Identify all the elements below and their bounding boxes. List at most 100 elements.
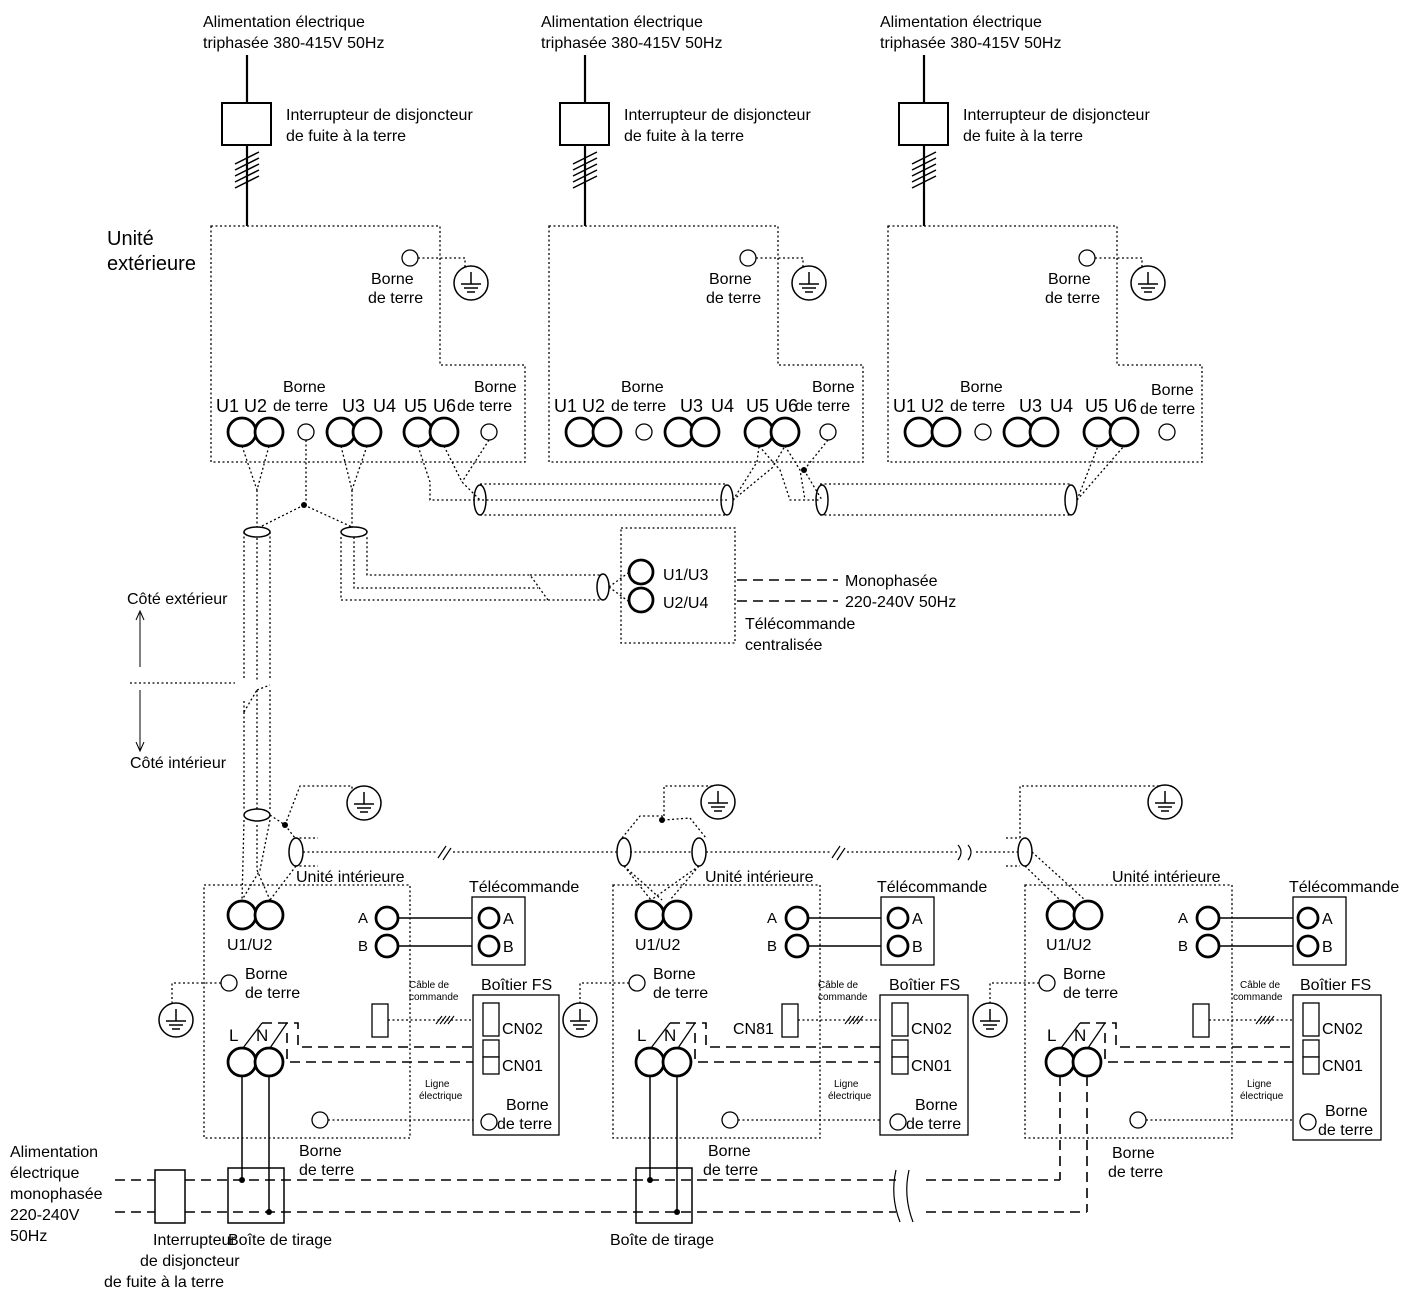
terminal-u5 (402, 416, 434, 448)
outdoor-unit-title: extérieure (107, 253, 196, 275)
svg-text:Télécommande: Télécommande (745, 616, 855, 633)
svg-text:U1: U1 (893, 396, 916, 416)
svg-text:Borne: Borne (621, 379, 664, 396)
svg-text:U2: U2 (244, 396, 267, 416)
svg-text:Câble de: Câble de (1240, 980, 1280, 991)
svg-text:de terre: de terre (1318, 1122, 1373, 1139)
side-divider: Côté extérieur Côté intérieur (127, 591, 235, 772)
svg-text:N: N (1074, 1026, 1086, 1045)
ground-icon (562, 1002, 598, 1038)
indoor-bus-wiring (269, 784, 1183, 867)
svg-text:de terre: de terre (299, 1162, 354, 1179)
svg-text:U4: U4 (373, 396, 396, 416)
svg-text:A: A (912, 911, 923, 928)
svg-text:Borne: Borne (1048, 271, 1091, 288)
svg-text:Borne: Borne (709, 271, 752, 288)
single-phase-supply: Alimentation électrique monophasée 220-2… (10, 1144, 1087, 1291)
svg-text:de terre: de terre (1108, 1164, 1163, 1181)
svg-text:B: B (767, 938, 777, 955)
svg-text:Borne: Borne (708, 1143, 751, 1160)
svg-text:220-240V 50Hz: 220-240V 50Hz (845, 594, 956, 611)
ground-icon (972, 1002, 1008, 1038)
svg-text:Borne: Borne (283, 379, 326, 396)
svg-text:Boîtier FS: Boîtier FS (481, 977, 552, 994)
svg-text:Ligne: Ligne (1247, 1079, 1272, 1090)
svg-text:Borne: Borne (915, 1097, 958, 1114)
svg-text:commande: commande (409, 992, 459, 1003)
svg-text:CN01: CN01 (502, 1058, 543, 1075)
svg-text:Télécommande: Télécommande (469, 879, 579, 896)
svg-text:Interrupteur de disjoncteur: Interrupteur de disjoncteur (963, 107, 1150, 124)
svg-text:de terre: de terre (795, 398, 850, 415)
svg-text:U5: U5 (404, 396, 427, 416)
svg-text:U1/U2: U1/U2 (1046, 937, 1091, 954)
svg-text:B: B (503, 939, 514, 956)
svg-text:N: N (256, 1026, 268, 1045)
svg-text:Borne: Borne (960, 379, 1003, 396)
main-signal-wiring (241, 440, 629, 822)
earth-terminal-label: de terre (368, 290, 423, 307)
svg-text:L: L (1047, 1026, 1056, 1045)
svg-text:B: B (912, 939, 923, 956)
svg-text:Côté extérieur: Côté extérieur (127, 591, 228, 608)
svg-text:A: A (1178, 910, 1188, 927)
svg-text:U1: U1 (554, 396, 577, 416)
svg-text:de terre: de terre (706, 290, 761, 307)
svg-text:Alimentation électrique: Alimentation électrique (541, 14, 703, 31)
svg-text:U1/U3: U1/U3 (663, 567, 708, 584)
svg-text:U1: U1 (216, 396, 239, 416)
terminal-u6 (428, 416, 460, 448)
svg-text:triphasée 380-415V 50Hz: triphasée 380-415V 50Hz (541, 35, 722, 52)
svg-text:A: A (1322, 911, 1333, 928)
svg-text:U1/U2: U1/U2 (227, 937, 272, 954)
svg-text:commande: commande (818, 992, 868, 1003)
breaker-label: de fuite à la terre (286, 128, 406, 145)
svg-text:Borne: Borne (812, 379, 855, 396)
earth-terminal (297, 423, 315, 441)
ground-icon (791, 265, 827, 301)
svg-text:CN81: CN81 (733, 1021, 774, 1038)
outdoor-unit-title: Unité (107, 228, 154, 250)
breaker-label: Interrupteur de disjoncteur (286, 107, 473, 124)
svg-text:de terre: de terre (906, 1116, 961, 1133)
indoor-unit-1: Unité intérieure U1/U2 A B Télécommande … (158, 819, 579, 1212)
svg-text:Télécommande: Télécommande (877, 879, 987, 896)
svg-text:Borne: Borne (1325, 1103, 1368, 1120)
breaker-symbol (221, 102, 272, 146)
svg-text:de terre: de terre (950, 398, 1005, 415)
svg-text:Borne: Borne (245, 966, 288, 983)
svg-text:CN01: CN01 (1322, 1058, 1363, 1075)
svg-text:220-240V: 220-240V (10, 1207, 80, 1224)
earth-terminal (480, 423, 498, 441)
svg-text:U2/U4: U2/U4 (663, 595, 708, 612)
svg-text:U2: U2 (582, 396, 605, 416)
svg-text:Télécommande: Télécommande (1289, 879, 1399, 896)
outdoor-unit-1: Alimentation électrique triphasée 380-41… (203, 14, 526, 463)
svg-text:U6: U6 (1114, 396, 1137, 416)
svg-text:de terre: de terre (1045, 290, 1100, 307)
svg-text:CN01: CN01 (911, 1058, 952, 1075)
svg-text:de fuite à la terre: de fuite à la terre (624, 128, 744, 145)
svg-text:Borne: Borne (506, 1097, 549, 1114)
svg-text:de fuite à la terre: de fuite à la terre (104, 1274, 224, 1291)
svg-text:A: A (503, 911, 514, 928)
svg-text:de terre: de terre (1140, 401, 1195, 418)
svg-text:électrique: électrique (1240, 1091, 1284, 1102)
central-remote-controller: U1/U3 U2/U4 Monophasée 220-240V 50Hz Tél… (620, 527, 956, 654)
indoor-unit-2: Unité intérieure U1/U2 A B Télécommande … (562, 865, 987, 1212)
svg-text:de terre: de terre (611, 398, 666, 415)
svg-text:Unité intérieure: Unité intérieure (296, 869, 405, 886)
svg-text:électrique: électrique (10, 1165, 79, 1182)
svg-text:centralisée: centralisée (745, 637, 822, 654)
svg-text:U6: U6 (775, 396, 798, 416)
ground-icon (1130, 265, 1166, 301)
svg-text:triphasée 380-415V 50Hz: triphasée 380-415V 50Hz (880, 35, 1061, 52)
svg-text:de terre: de terre (457, 398, 512, 415)
svg-text:Côté intérieur: Côté intérieur (130, 755, 227, 772)
svg-text:Alimentation électrique: Alimentation électrique (880, 14, 1042, 31)
terminal-u2 (253, 416, 285, 448)
svg-text:Boîte de tirage: Boîte de tirage (228, 1232, 332, 1249)
svg-text:de disjoncteur: de disjoncteur (140, 1253, 240, 1270)
outdoor-unit-3: Alimentation électrique triphasée 380-41… (880, 14, 1203, 463)
svg-text:Câble de: Câble de (409, 980, 449, 991)
